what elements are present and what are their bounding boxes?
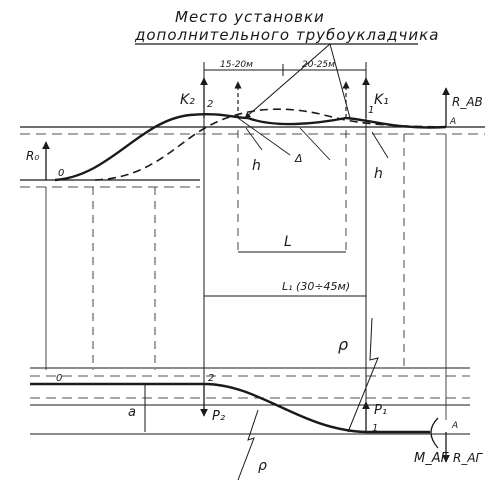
label-rho-bottom: ρ: [258, 458, 267, 474]
label-p2: P₂: [212, 409, 225, 424]
h-left-slant: [237, 117, 291, 156]
label-point-1-top: 1: [368, 105, 374, 116]
label-rab: R_AB: [452, 95, 483, 109]
label-point-2-top: 2: [207, 99, 213, 110]
pipe-curve-solid: [54, 113, 447, 182]
label-delta: Δ: [294, 152, 303, 165]
label-r0: R₀: [26, 149, 39, 163]
pipe-plan-curve: [30, 382, 430, 434]
rho-section-bottom: [237, 409, 259, 481]
label-point-a-top: A: [449, 117, 456, 127]
title-line-1: Место установки: [175, 8, 325, 26]
label-span-l: L: [284, 234, 292, 250]
label-point-0-top: 0: [58, 168, 64, 179]
label-point-1-bottom: 1: [372, 423, 378, 434]
pipe-curve-dashed: [94, 108, 447, 181]
h-left-dim: [245, 127, 263, 151]
label-h-right: h: [374, 166, 383, 182]
label-k2: K₂: [180, 92, 195, 108]
moment-arc: [430, 417, 439, 449]
label-k1: K₁: [374, 92, 389, 108]
delta-dim: [299, 127, 331, 161]
dim-label-20-25: 20-25м: [302, 60, 335, 70]
label-p1: P₁: [374, 403, 387, 418]
title-line-2: дополнительного трубоукладчика: [134, 26, 439, 44]
dim-label-15-20: 15-20м: [220, 60, 253, 70]
leader-line-1: [244, 43, 331, 119]
label-rho-top: ρ: [338, 335, 348, 354]
label-h-left: h: [252, 158, 261, 174]
label-span-l1: L₁ (30÷45м): [282, 280, 350, 293]
label-point-0-bottom: 0: [56, 373, 62, 384]
h-right-dim: [371, 131, 389, 159]
label-mag: M_AГ: [414, 451, 450, 466]
rho-section-top: [347, 317, 379, 433]
leader-line-2: [329, 43, 351, 119]
label-point-2-bottom: 2: [208, 373, 214, 384]
label-a: a: [128, 405, 136, 420]
label-point-a-bottom: A: [451, 421, 458, 431]
label-rag: R_AГ: [453, 451, 484, 465]
